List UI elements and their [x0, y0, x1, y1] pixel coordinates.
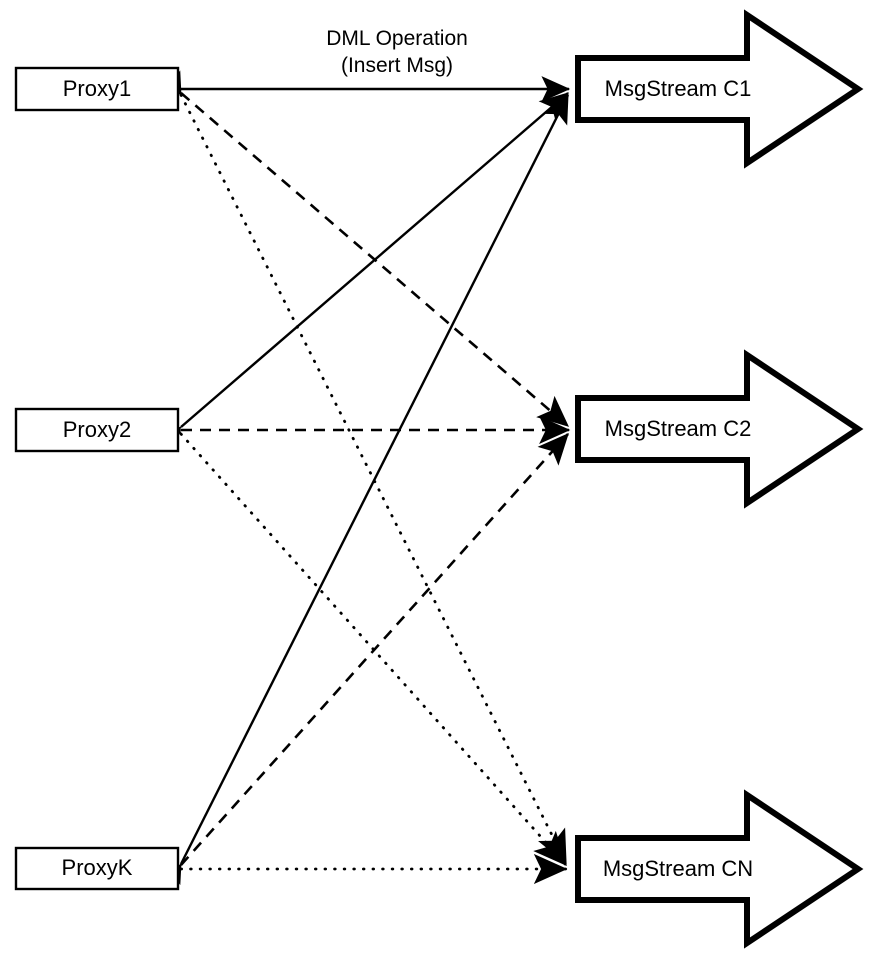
- edge-proxyk-to-stream-c1[interactable]: [164, 93, 570, 886]
- msgstream-node-cn[interactable]: MsgStream CN: [575, 789, 864, 949]
- msgstream-node-c1[interactable]: MsgStream C1: [575, 9, 864, 169]
- msgstream-label: MsgStream CN: [603, 856, 753, 881]
- msgstream-arrow-shape[interactable]: [575, 349, 864, 509]
- msgstream-label: MsgStream C1: [605, 76, 752, 101]
- msgstream-node-c2[interactable]: MsgStream C2: [575, 349, 864, 509]
- msgstream-arrow-shape[interactable]: [575, 789, 864, 949]
- proxy-node-proxyk[interactable]: ProxyK: [14, 846, 180, 891]
- proxy-box[interactable]: [14, 407, 180, 453]
- msgstream-label: MsgStream C2: [605, 416, 752, 441]
- edge-proxyk-to-stream-c2[interactable]: [159, 433, 569, 887]
- proxy-label: Proxy1: [63, 76, 131, 101]
- proxy-box[interactable]: [14, 66, 180, 112]
- proxy-label: Proxy2: [63, 417, 131, 442]
- edge-label-line2: (Insert Msg): [341, 54, 453, 77]
- proxy-label: ProxyK: [62, 855, 133, 880]
- edge-label-dml-operation: DML Operation (Insert Msg): [326, 27, 468, 77]
- proxy-box[interactable]: [14, 846, 180, 891]
- edge-label-line1: DML Operation: [326, 27, 468, 50]
- msgstream-arrow-shape[interactable]: [575, 9, 864, 169]
- proxy-node-proxy1[interactable]: Proxy1: [14, 66, 180, 112]
- edge-layer: [158, 70, 571, 887]
- proxy-node-proxy2[interactable]: Proxy2: [14, 407, 180, 453]
